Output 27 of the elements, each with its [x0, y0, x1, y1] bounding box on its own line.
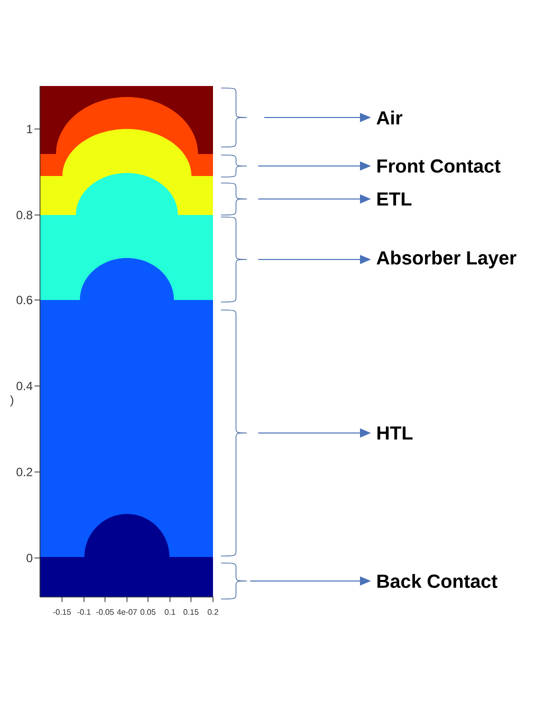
tick-label: 0.1 [164, 609, 176, 615]
tick-label: 0.2 [208, 609, 218, 615]
layer-label: HTL [377, 426, 413, 440]
curly-brace [220, 216, 248, 302]
tick-label: 0.15 [184, 609, 198, 615]
tick-label: 0.4 [16, 382, 32, 390]
curly-brace [220, 310, 248, 556]
tick-label: 0.2 [16, 468, 32, 476]
curly-brace [220, 562, 248, 600]
curly-brace [220, 88, 248, 148]
curly-brace [220, 182, 248, 216]
tick-label: -0.15 [53, 609, 71, 615]
tick-label: 0 [26, 554, 32, 562]
curly-brace [220, 154, 248, 178]
axis-label: ) [10, 395, 14, 407]
layer-label: Back Contact [377, 574, 498, 588]
tick-label: 0.05 [140, 609, 156, 615]
layer-label: Front Contact [377, 159, 500, 173]
tick-label: 1 [27, 124, 32, 134]
tick-label: -0.05 [96, 609, 114, 615]
layer-label: ETL [377, 192, 412, 206]
layer-label: Absorber Layer [376, 250, 516, 268]
tick-label: 0.6 [16, 296, 32, 304]
tick-label: 4e-07 [116, 609, 137, 615]
tick-label: 0.8 [16, 210, 32, 220]
layer-label: Air [376, 110, 402, 124]
tick-label: -0.1 [77, 609, 90, 615]
